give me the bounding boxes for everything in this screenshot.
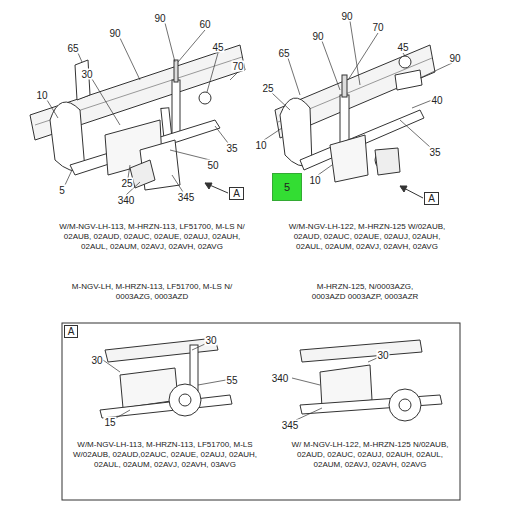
view-reference-box: A bbox=[64, 325, 78, 338]
callout-number: 50 bbox=[206, 160, 219, 171]
callout-number: 30 bbox=[90, 355, 103, 366]
view-reference-box: A bbox=[424, 192, 439, 205]
callout-number: 10 bbox=[308, 175, 321, 186]
callout-number: 45 bbox=[211, 42, 224, 53]
applicability-note: W/M-NGV-LH-122, M-HRZN-125 W/02AUB, 02AU… bbox=[287, 222, 447, 252]
applicability-note: W/ M-NGV-LH-122, M-HRZN-125 N/02AUB, 02A… bbox=[285, 440, 455, 470]
callout-number: 25 bbox=[120, 178, 133, 189]
callout-number: 65 bbox=[66, 43, 79, 54]
highlight-box: 5 bbox=[272, 173, 302, 201]
callout-number: 15 bbox=[103, 417, 116, 428]
node-label: A bbox=[233, 188, 240, 199]
callout-number: 90 bbox=[448, 53, 461, 64]
callout-number: 90 bbox=[340, 11, 353, 22]
callout-number: 10 bbox=[254, 140, 267, 151]
callout-number: 40 bbox=[430, 95, 443, 106]
callout-number: 55 bbox=[225, 375, 238, 386]
callout-number: 90 bbox=[311, 31, 324, 42]
callout-number: 90 bbox=[108, 28, 121, 39]
callout-number: 30 bbox=[376, 350, 389, 361]
callout-number: 30 bbox=[80, 69, 93, 80]
callout-number: 345 bbox=[281, 420, 300, 431]
callout-number: 340 bbox=[117, 195, 136, 206]
callout-number: 60 bbox=[198, 19, 211, 30]
callout-number: 30 bbox=[204, 335, 217, 346]
callout-number: 25 bbox=[261, 83, 274, 94]
detail-leaders bbox=[103, 344, 377, 420]
callout-number: 345 bbox=[177, 192, 196, 203]
view-reference-box: A bbox=[229, 187, 244, 200]
callout-number: 5 bbox=[58, 185, 66, 196]
applicability-note: W/M-NGV-LH-113, M-HRZN-113, LF51700, M-L… bbox=[57, 222, 247, 252]
left-assembly bbox=[30, 45, 245, 190]
leader-lines bbox=[47, 21, 452, 195]
callout-number: 70 bbox=[371, 22, 384, 33]
callout-number: 340 bbox=[271, 373, 290, 384]
applicability-note: W/M-NGV-LH-113, M-HRZN-113, LF51700, M-L… bbox=[70, 440, 260, 470]
detail-panel bbox=[62, 323, 460, 500]
detail-illustration bbox=[100, 338, 442, 421]
callout-number: 70 bbox=[231, 61, 244, 72]
callout-number: 45 bbox=[396, 42, 409, 53]
callout-number: 90 bbox=[153, 13, 166, 24]
node-label: A bbox=[68, 326, 75, 337]
node-label: 5 bbox=[284, 181, 290, 193]
callout-number: 10 bbox=[35, 90, 48, 101]
callout-number: 35 bbox=[428, 147, 441, 158]
applicability-note: M-HRZN-125, N/0003AZG, 0003AZD 0003AZP, … bbox=[305, 282, 425, 302]
callout-number: 65 bbox=[277, 48, 290, 59]
callout-number: 35 bbox=[225, 143, 238, 154]
right-assembly bbox=[275, 45, 435, 182]
node-label: A bbox=[428, 193, 435, 204]
applicability-note: M-NGV-LH, M-HRZN-113, LF51700, M-LS N/ 0… bbox=[65, 282, 240, 302]
